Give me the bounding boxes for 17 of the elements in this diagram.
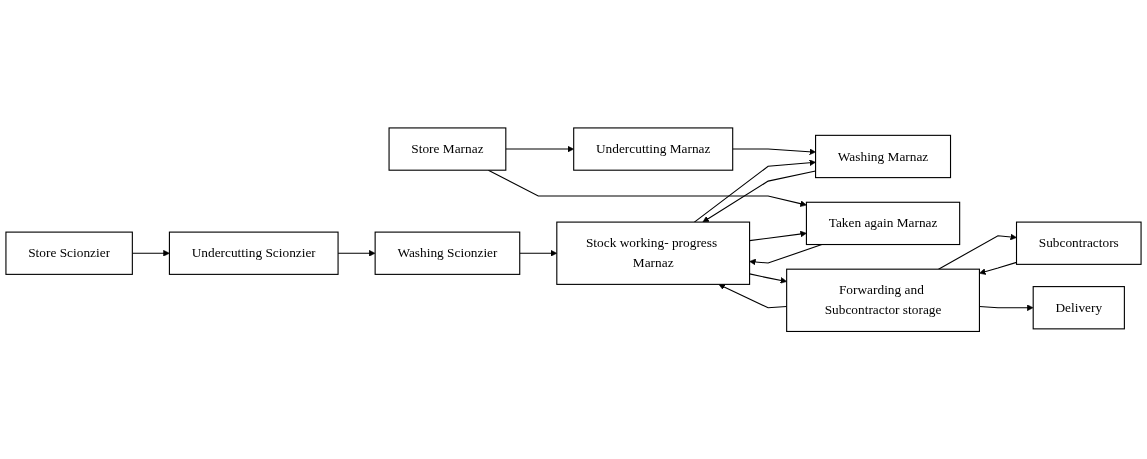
- node-box: Delivery: [1032, 285, 1125, 330]
- arrow: [487, 169, 807, 207]
- node-box: Store Scionzier: [5, 231, 133, 275]
- node-box: Forwarding and Subcontractor storage: [786, 268, 980, 332]
- arrow: [732, 148, 816, 155]
- node-box: Undercutting Marnaz: [573, 127, 734, 171]
- node-box: Stock working- progress Marnaz: [556, 221, 751, 285]
- node-box: Washing Marnaz: [815, 134, 952, 178]
- node-box: Taken again Marnaz: [805, 201, 961, 245]
- arrow: [749, 273, 787, 284]
- node-box: Subcontractors: [1015, 221, 1142, 265]
- node-box: Washing Scionzier: [374, 231, 521, 275]
- node-box: Store Marnaz: [388, 127, 507, 171]
- node-box: Undercutting Scionzier: [168, 231, 339, 275]
- arrow: [693, 159, 816, 223]
- arrow: [505, 145, 574, 153]
- arrow: [749, 230, 807, 241]
